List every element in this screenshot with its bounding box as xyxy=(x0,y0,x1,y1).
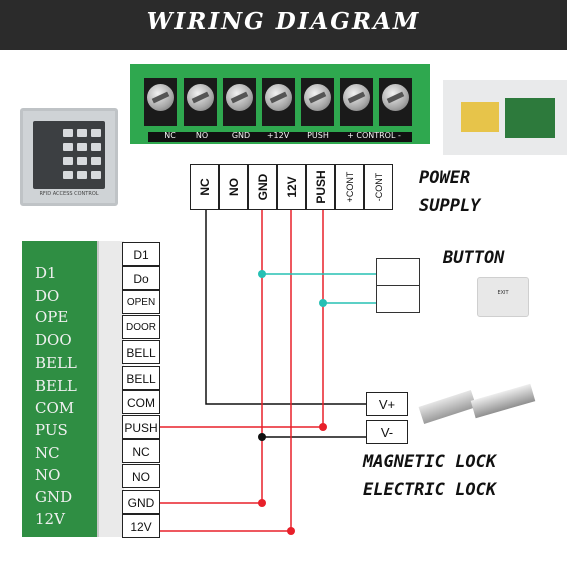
board-label: D1 xyxy=(35,264,57,282)
junction-dot xyxy=(258,433,266,441)
board-label: OPE xyxy=(35,308,69,326)
terminal-label: NC xyxy=(164,131,176,140)
exit-button-device: EXIT xyxy=(477,277,529,317)
wire-nc-to-vplus xyxy=(205,210,366,405)
screw-icon xyxy=(340,78,373,126)
controller-terminal-door: DOOR xyxy=(122,315,160,339)
controller-terminal-bell: BELL xyxy=(122,366,160,390)
psu-terminal-plus-cont: +CONT xyxy=(335,164,364,210)
terminal-strip xyxy=(148,132,412,142)
controller-terminal-do: Do xyxy=(122,266,160,290)
screw-icon xyxy=(379,78,412,126)
junction-dot xyxy=(287,527,295,535)
controller-board: D1 DO OPE DOO BELL BELL COM PUS NC NO GN… xyxy=(22,241,124,537)
controller-terminal-push: PUSH xyxy=(122,415,160,439)
board-label: BELL xyxy=(35,354,77,372)
keypad-caption: RFID ACCESS CONTROL xyxy=(39,191,99,197)
wire-push xyxy=(160,210,324,428)
board-label: DOO xyxy=(35,331,72,349)
diagram-title: WIRING DIAGRAM xyxy=(146,8,421,35)
controller-terminal-nc: NC xyxy=(122,439,160,463)
board-label: NO xyxy=(35,466,61,484)
lock-label-line1: MAGNETIC LOCK xyxy=(363,452,497,472)
screw-icon xyxy=(144,78,177,126)
psu-terminal-no: NO xyxy=(219,164,248,210)
circuit-board-icon xyxy=(505,98,555,138)
board-label: PUS xyxy=(35,421,68,439)
keypad-device: RFID ACCESS CONTROL xyxy=(20,108,118,206)
button-terminal-2 xyxy=(376,285,420,313)
lock-terminal-v-plus: V+ xyxy=(366,392,408,416)
wire-12v xyxy=(160,210,292,532)
header-bar: WIRING DIAGRAM xyxy=(0,0,567,50)
exit-button-text: EXIT xyxy=(497,290,509,296)
controller-terminal-d1: D1 xyxy=(122,242,160,266)
psu-terminal-minus-cont: -CONT xyxy=(364,164,393,210)
screw-icon xyxy=(223,78,256,126)
terminal-label: + CONTROL - xyxy=(347,131,401,140)
junction-dot xyxy=(258,499,266,507)
transformer-icon xyxy=(461,102,499,132)
lock-label-line2: ELECTRIC LOCK xyxy=(363,480,497,500)
power-supply-label-line2: SUPPLY xyxy=(419,196,481,216)
controller-terminal-com: COM xyxy=(122,390,160,414)
psu-terminal-gnd: GND xyxy=(248,164,277,210)
junction-dot xyxy=(319,423,327,431)
terminal-label: PUSH xyxy=(307,131,329,140)
screw-icon xyxy=(184,78,217,126)
board-label: COM xyxy=(35,399,75,417)
board-label: NC xyxy=(35,444,60,462)
controller-terminal-gnd: GND xyxy=(122,490,160,514)
power-supply-photo xyxy=(443,80,567,155)
terminal-label: GND xyxy=(231,131,251,140)
controller-terminal-bell: BELL xyxy=(122,340,160,364)
screw-icon xyxy=(301,78,334,126)
terminal-block-photo: NC NO GND +12V PUSH + CONTROL - xyxy=(130,64,430,144)
psu-terminal-12v: 12V xyxy=(277,164,306,210)
terminal-label: NO xyxy=(195,131,209,140)
terminal-label: +12V xyxy=(266,131,290,140)
board-label: DO xyxy=(35,287,60,305)
board-label: 12V xyxy=(35,510,65,528)
psu-terminal-nc: NC xyxy=(190,164,219,210)
controller-terminal-12v: 12V xyxy=(122,514,160,538)
lock-terminal-v-minus: V- xyxy=(366,420,408,444)
psu-terminal-push: PUSH xyxy=(306,164,335,210)
controller-terminal-open: OPEN xyxy=(122,290,160,314)
button-label: BUTTON xyxy=(443,248,505,268)
board-label: BELL xyxy=(35,377,77,395)
controller-terminal-no: NO xyxy=(122,464,160,488)
pcb-connector xyxy=(97,241,124,537)
wire-gnd xyxy=(160,210,263,504)
power-supply-label-line1: POWER xyxy=(419,168,471,188)
board-label: GND xyxy=(35,488,73,506)
keypad-face xyxy=(33,121,105,189)
screw-icon xyxy=(262,78,295,126)
junction-dot xyxy=(258,270,266,278)
junction-dot xyxy=(319,299,327,307)
